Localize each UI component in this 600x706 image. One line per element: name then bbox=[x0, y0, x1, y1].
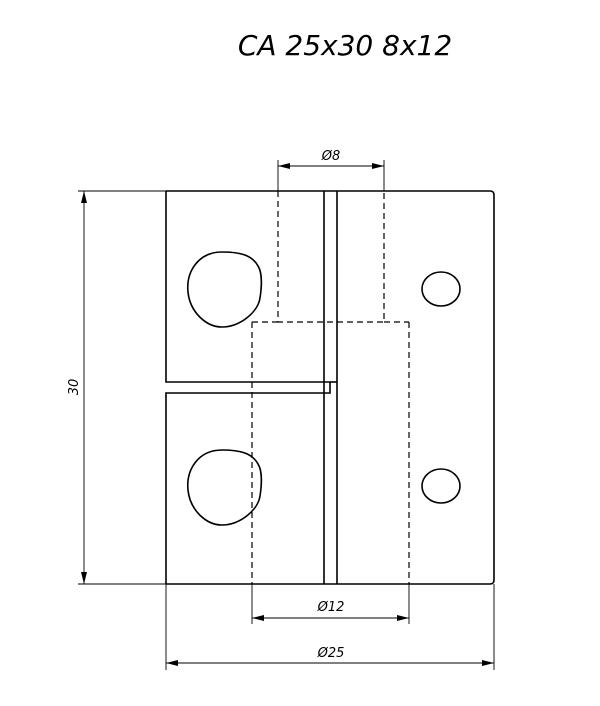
hidden-bores bbox=[251, 191, 410, 584]
bore-large-label: Ø12 bbox=[317, 600, 345, 615]
teardrop-hole-lower bbox=[187, 449, 263, 526]
part-outline bbox=[165, 190, 495, 585]
dimension-bore-large: Ø12 bbox=[251, 584, 410, 624]
dimension-height: 30 bbox=[67, 190, 166, 585]
dimension-outer: Ø25 bbox=[165, 584, 495, 670]
outer-diameter-label: Ø25 bbox=[317, 646, 345, 661]
height-label: 30 bbox=[67, 379, 82, 396]
drawing-title: CA 25x30 8x12 bbox=[238, 29, 452, 62]
bore-small-label: Ø8 bbox=[321, 149, 341, 164]
teardrop-hole-upper bbox=[187, 251, 263, 328]
round-hole-upper bbox=[421, 271, 461, 307]
dimension-bore-small: Ø8 bbox=[277, 149, 385, 191]
round-hole-lower bbox=[421, 468, 461, 504]
